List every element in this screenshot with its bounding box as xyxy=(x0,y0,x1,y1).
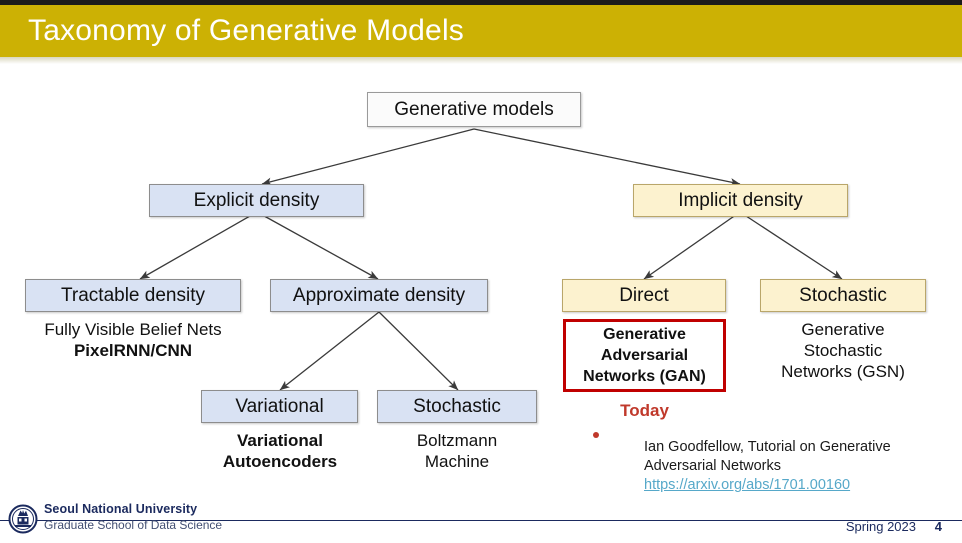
slide-title: Taxonomy of Generative Models xyxy=(28,14,465,47)
node-direct[interactable]: Direct xyxy=(562,279,726,312)
today-label: Today xyxy=(620,401,669,420)
caption-boltzmann-machine: Boltzmann Machine xyxy=(368,430,546,472)
caption-variational: Variational Autoencoders xyxy=(190,430,370,472)
footer-university-name: Seoul National University xyxy=(44,502,198,516)
gan-line-1: Generative xyxy=(603,326,686,343)
node-label: Direct xyxy=(619,284,669,306)
caption-line-2: PixelRNN/CNN xyxy=(73,341,193,360)
caption-tractable: Fully Visible Belief Nets PixelRNN/CNN xyxy=(15,319,251,361)
node-label: Approximate density xyxy=(292,284,466,306)
snu-logo-icon xyxy=(8,504,38,534)
footer-page-number: 4 xyxy=(934,519,942,534)
caption-line-1: Generative xyxy=(801,320,885,339)
node-label: Tractable density xyxy=(61,284,205,306)
reference-bullet-icon xyxy=(593,432,599,438)
caption-line-3: Networks (GSN) xyxy=(781,362,905,381)
gan-line-2: Adversarial xyxy=(600,347,689,364)
caption-line-2: Autoencoders xyxy=(222,452,338,471)
reference-link[interactable]: https://arxiv.org/abs/1701.00160 xyxy=(644,477,851,493)
node-variational[interactable]: Variational xyxy=(201,390,358,423)
footer-divider xyxy=(0,520,962,521)
footer-term: Spring 2023 xyxy=(845,519,916,534)
node-implicit-density[interactable]: Implicit density xyxy=(633,184,848,217)
reference-line-1: Ian Goodfellow, Tutorial on Generative xyxy=(644,439,891,455)
node-stochastic-implicit[interactable]: Stochastic xyxy=(760,279,926,312)
footer-brand: Seoul National University Graduate Schoo… xyxy=(44,503,222,531)
taxonomy-diagram: Generative models Explicit density Impli… xyxy=(0,57,962,497)
title-banner xyxy=(0,5,962,64)
caption-line-2: Stochastic xyxy=(803,341,883,360)
caption-gsn: Generative Stochastic Networks (GSN) xyxy=(753,319,933,382)
node-label: Variational xyxy=(235,395,324,417)
gan-line-3: Networks (GAN) xyxy=(583,368,706,385)
caption-line-1: Variational xyxy=(237,431,323,450)
node-tractable-density[interactable]: Tractable density xyxy=(25,279,241,312)
caption-line-2: Machine xyxy=(424,452,490,471)
node-stochastic-approximate[interactable]: Stochastic xyxy=(377,390,537,423)
caption-line-1: Boltzmann xyxy=(416,431,498,450)
node-label: Generative models xyxy=(394,98,554,120)
node-label: Stochastic xyxy=(413,395,501,417)
gan-highlight-box[interactable]: Generative Adversarial Networks (GAN) xyxy=(563,319,726,392)
node-label: Implicit density xyxy=(678,189,803,211)
footer-school-name: Graduate School of Data Science xyxy=(44,517,223,532)
caption-line-1: Fully Visible Belief Nets xyxy=(44,320,222,339)
node-approximate-density[interactable]: Approximate density xyxy=(270,279,488,312)
node-label: Stochastic xyxy=(799,284,887,306)
reference-line-2: Adversarial Networks xyxy=(644,458,781,474)
node-label: Explicit density xyxy=(193,189,320,211)
top-edge-strip xyxy=(0,0,962,5)
node-explicit-density[interactable]: Explicit density xyxy=(149,184,364,217)
node-generative-models[interactable]: Generative models xyxy=(367,92,581,127)
